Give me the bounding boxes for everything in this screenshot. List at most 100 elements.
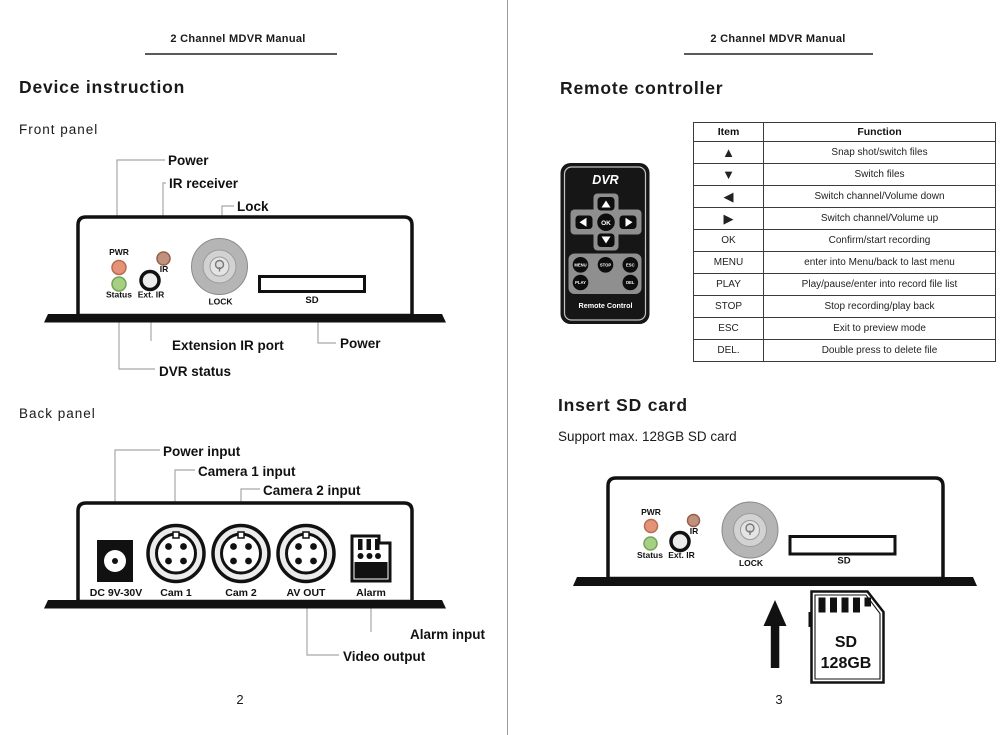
callout-power-sd: Power — [340, 336, 381, 351]
alarm-label: Alarm — [356, 587, 386, 599]
right-page-title: Remote controller — [560, 78, 724, 98]
insert-arrow-icon — [763, 600, 787, 668]
del-button-label: DEL — [626, 280, 635, 285]
item-cell: ESC — [693, 317, 764, 340]
function-cell: Double press to delete file — [763, 339, 996, 362]
esc-button — [622, 257, 639, 273]
right-arrow-icon: ▶ — [693, 207, 764, 230]
callout-camera1-input: Camera 1 input — [198, 464, 296, 479]
lock-label: LOCK — [208, 297, 233, 307]
table-header-row: Item Function — [693, 122, 996, 142]
item-cell: MENU — [693, 251, 764, 274]
play-button-label: PLAY — [575, 280, 586, 285]
remote-footer-label: Remote Control — [579, 301, 633, 310]
esc-button-label: ESC — [626, 263, 635, 268]
col-header-item: Item — [693, 122, 764, 142]
avout-connector — [276, 523, 336, 584]
ext-ir-port — [139, 269, 161, 292]
right-arrow-icon — [625, 217, 633, 227]
sd-section-subtitle: Support max. 128GB SD card — [558, 429, 737, 444]
col-header-function: Function — [763, 122, 996, 142]
status-label: Status — [637, 550, 663, 560]
callout-power: Power — [168, 153, 209, 168]
cam1-label: Cam 1 — [160, 587, 192, 599]
del-button — [622, 274, 639, 291]
item-cell: PLAY — [693, 273, 764, 296]
function-cell: Snap shot/switch files — [763, 141, 996, 164]
function-cell: Switch channel/Volume up — [763, 207, 996, 230]
left-page-title: Device instruction — [19, 77, 186, 97]
up-arrow-icon: ▲ — [693, 141, 764, 164]
menu-button — [572, 257, 589, 273]
power-led — [643, 518, 659, 534]
ext-ir-label: Ext. IR — [138, 290, 164, 300]
callout-camera2-input: Camera 2 input — [263, 483, 361, 498]
function-cell: Stop recording/play back — [763, 295, 996, 318]
left-header-underline — [145, 53, 337, 55]
lock-label: LOCK — [739, 558, 764, 568]
left-arrow-icon — [579, 217, 587, 227]
status-led — [643, 536, 658, 551]
sd-section-title: Insert SD card — [558, 395, 688, 415]
insert-sd-diagram: PWR Status IR Ext. IR LOCK SD SD 128GB — [573, 476, 977, 684]
sd-label: SD — [305, 295, 318, 306]
function-cell: Exit to preview mode — [763, 317, 996, 340]
ok-button — [597, 213, 615, 231]
table-row: ▶Switch channel/Volume up — [693, 207, 996, 230]
sd-slot — [258, 275, 366, 293]
down-arrow-icon — [601, 236, 611, 244]
dc-label: DC 9V-30V — [90, 587, 143, 599]
right-page-number: 3 — [775, 692, 783, 707]
sd-card-line1: SD — [835, 634, 857, 651]
down-arrow-icon: ▼ — [693, 163, 764, 186]
function-cell: Confirm/start recording — [763, 229, 996, 252]
play-button — [572, 274, 589, 291]
ext-ir-label: Ext. IR — [668, 550, 694, 560]
stop-button-label: STOP — [600, 263, 612, 268]
pwr-label: PWR — [641, 507, 661, 517]
ok-button-label: OK — [601, 220, 611, 227]
front-panel-diagram: Power IR receiver Lock Extension IR port… — [44, 153, 446, 379]
item-cell: DEL. — [693, 339, 764, 362]
callout-video-output: Video output — [343, 649, 426, 664]
cam2-connector — [211, 523, 271, 584]
remote-brand: DVR — [592, 173, 618, 187]
power-led — [111, 259, 127, 276]
table-row: ▲Snap shot/switch files — [693, 141, 996, 164]
ir-led — [156, 251, 171, 266]
avout-label: AV OUT — [287, 587, 326, 599]
sd-slot — [788, 535, 897, 556]
stop-button — [597, 257, 614, 273]
callout-power-input: Power input — [163, 444, 241, 459]
device-base-back — [44, 600, 446, 609]
left-page-number: 2 — [236, 692, 244, 707]
item-cell: STOP — [693, 295, 764, 318]
leader-video-output — [306, 598, 339, 656]
right-header-underline — [684, 53, 873, 55]
right-page-header: 2 Channel MDVR Manual — [710, 33, 846, 45]
remote-control: DVR OK MENU STOP ESC PLAY DEL Remote Con… — [560, 163, 650, 324]
device-base-sd — [573, 577, 977, 586]
leader-dvr-status — [118, 300, 155, 370]
sd-card-line2: 128GB — [821, 655, 872, 672]
sd-card-icon: SD 128GB — [808, 590, 885, 684]
alarm-connector — [350, 534, 392, 583]
callout-ir-receiver: IR receiver — [169, 176, 239, 191]
function-cell: Play/pause/enter into record file list — [763, 273, 996, 296]
front-panel-caption: Front panel — [19, 122, 99, 137]
remote-inner-border — [563, 166, 647, 321]
left-arrow-icon: ◀ — [693, 185, 764, 208]
up-arrow-icon — [601, 200, 611, 208]
table-row: ◀Switch channel/Volume down — [693, 185, 996, 208]
menu-button-label: MENU — [574, 263, 586, 268]
ext-ir-port — [669, 530, 691, 553]
dc-jack-pin — [112, 558, 118, 564]
callout-extension-ir-port: Extension IR port — [172, 338, 284, 353]
function-cell: Switch channel/Volume down — [763, 185, 996, 208]
remote-function-table: Item Function ▲Snap shot/switch files ▼S… — [693, 122, 996, 362]
status-label: Status — [106, 290, 132, 300]
